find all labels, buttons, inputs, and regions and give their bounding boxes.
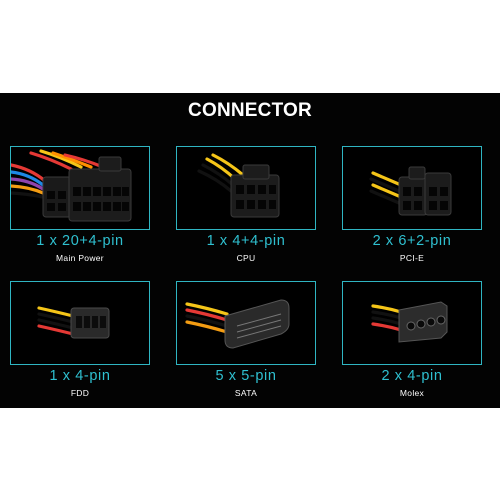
main-power-spec: 1 x 20+4-pin bbox=[36, 233, 124, 249]
sata-spec: 5 x 5-pin bbox=[215, 368, 277, 384]
fdd-label: FDD bbox=[70, 388, 90, 398]
cpu-spec: 1 x 4+4-pin bbox=[206, 233, 286, 249]
molex-connector-icon bbox=[371, 301, 448, 343]
cpu-card bbox=[176, 146, 316, 230]
fdd-connector-icon bbox=[37, 306, 110, 339]
section-title: CONNECTOR bbox=[188, 100, 312, 121]
cpu-8pin-connector-icon bbox=[197, 153, 280, 218]
molex-card bbox=[342, 281, 482, 365]
pcie-card bbox=[342, 146, 482, 230]
sata-label: SATA bbox=[234, 388, 258, 398]
fdd-card bbox=[10, 281, 150, 365]
cpu-label: CPU bbox=[236, 253, 256, 263]
main-power-label: Main Power bbox=[56, 253, 104, 263]
pcie-8pin-connector-icon bbox=[369, 166, 452, 216]
main-power-card bbox=[10, 146, 150, 230]
fdd-spec: 1 x 4-pin bbox=[49, 368, 111, 384]
sata-connector-icon bbox=[185, 299, 290, 349]
molex-spec: 2 x 4-pin bbox=[381, 368, 443, 384]
pcie-label: PCI-E bbox=[399, 253, 425, 263]
molex-label: Molex bbox=[399, 388, 425, 398]
pcie-spec: 2 x 6+2-pin bbox=[372, 233, 452, 249]
atx-24pin-connector-icon bbox=[11, 149, 132, 222]
sata-card bbox=[176, 281, 316, 365]
